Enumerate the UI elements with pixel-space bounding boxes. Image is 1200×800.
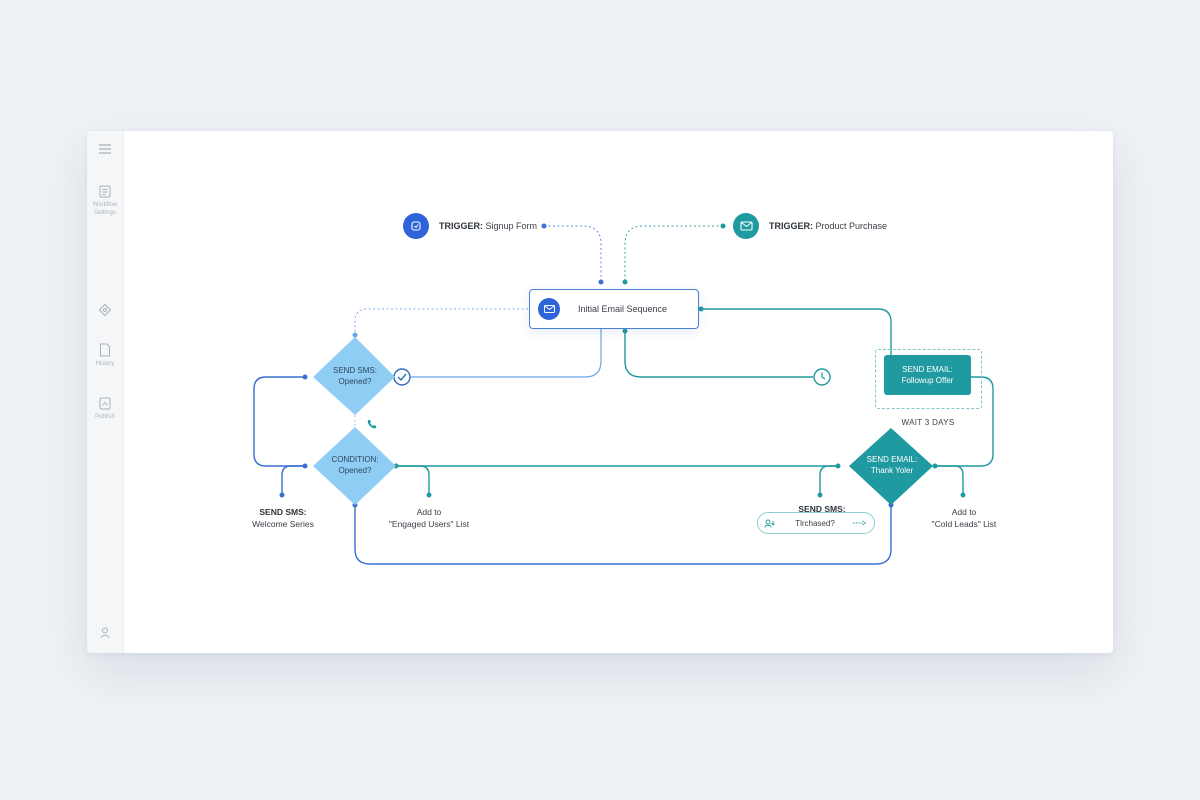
node-line1: CONDITION: (331, 455, 379, 464)
send-sms-purchased-node[interactable]: Tlrchased? (757, 512, 875, 534)
node-line2: Tlrchased? (795, 518, 835, 528)
settings-panel-icon (99, 185, 111, 198)
email-icon (538, 298, 560, 320)
connector-email-to-followup (698, 308, 892, 355)
connector-sms-to-condition (253, 376, 305, 467)
node-line2: Thank Yoler (870, 466, 914, 475)
connector-condition-to-engaged (396, 465, 430, 494)
connector-dot (817, 492, 823, 498)
form-icon (403, 213, 429, 239)
email-icon (733, 213, 759, 239)
connector-followup-to-thanks (935, 376, 994, 467)
node-label: Initial Email Sequence (578, 304, 668, 314)
add-engaged-users-node[interactable]: Add to "Engaged Users" List (369, 506, 489, 530)
sidebar-item-label: History (95, 361, 115, 367)
check-circle-icon (393, 368, 411, 386)
node-line2: Opened? (338, 377, 372, 386)
connector-dot (302, 374, 308, 380)
connector-dot (352, 332, 358, 338)
sms-opened-node[interactable]: SEND SMS: Opened? (320, 365, 390, 387)
connector-email-to-check (411, 329, 602, 378)
condition-opened-node[interactable]: CONDITION: Opened? (320, 454, 390, 476)
app-window: Workflow Settings History Publish (87, 131, 1113, 653)
wait-label: WAIT 3 DAYS (901, 418, 955, 427)
hamburger-menu-icon (99, 144, 111, 154)
phone-icon (367, 420, 376, 429)
users-icon (764, 519, 775, 528)
sidebar-item-label: Workflow Settings (92, 202, 118, 216)
node-line1: SEND EMAIL: (866, 455, 918, 464)
node-line2: Followup Offer (901, 376, 954, 385)
trigger-prefix: TRIGGER: (439, 221, 483, 231)
sidebar-item-label: Publish (95, 414, 115, 420)
node-line2: Opened? (338, 466, 372, 475)
send-email-followup-node[interactable]: SEND EMAIL: Followup Offer (884, 355, 971, 395)
thanks-diamond (849, 428, 933, 505)
connector-email-to-clock (624, 329, 813, 378)
document-icon (100, 343, 110, 357)
send-email-thanks-node[interactable]: SEND EMAIL: Thank Yoler (857, 454, 927, 476)
node-line2: "Engaged Users" List (388, 519, 470, 529)
sidebar-item-workflow-settings[interactable]: Workflow Settings (87, 185, 123, 217)
connector-dot (622, 279, 628, 285)
node-line1: Add to (951, 507, 977, 517)
connector-dot (598, 279, 604, 285)
user-profile-button[interactable] (87, 627, 123, 639)
node-line2: Welcome Series (252, 519, 314, 529)
trigger-text: Signup Form (485, 221, 538, 231)
connector-dot (426, 492, 432, 498)
sidebar-item-publish[interactable]: Publish (87, 397, 123, 421)
initial-email-node[interactable]: Initial Email Sequence (529, 289, 699, 329)
connector-condition-to-welcome (281, 465, 305, 495)
connector-signup-to-email (544, 225, 602, 282)
connector-thanks-to-cold (935, 465, 964, 494)
sidebar-item-integrations[interactable] (87, 303, 123, 317)
trigger-prefix: TRIGGER: (769, 221, 813, 231)
workflow-canvas[interactable]: TRIGGER: Signup Form TRIGGER: Product Pu… (123, 131, 1113, 653)
connector-dot (622, 328, 628, 334)
connector-dot (279, 492, 285, 498)
sidebar-item-history[interactable]: History (87, 343, 123, 368)
user-icon (100, 627, 110, 639)
connector-dot (720, 223, 726, 229)
connector-layer (253, 223, 994, 565)
connector-dot (960, 492, 966, 498)
connector-condition-to-thanks-loop (354, 505, 892, 565)
add-cold-leads-node[interactable]: Add to "Cold Leads" List (909, 506, 1019, 530)
connector-email-to-sms (354, 308, 528, 335)
node-line1: SEND EMAIL: (902, 365, 953, 374)
sms-purchased-title: SEND SMS: (798, 504, 846, 514)
trigger-text: Product Purchase (815, 221, 888, 231)
connector-dot (698, 306, 704, 312)
trigger-product-purchase[interactable]: TRIGGER: Product Purchase (733, 213, 887, 239)
node-line2: "Cold Leads" List (931, 519, 997, 529)
sms-opened-diamond (313, 337, 395, 415)
send-sms-welcome-node[interactable]: SEND SMS: Welcome Series (233, 506, 333, 530)
menu-button[interactable] (87, 143, 123, 155)
connector-purchase-to-email (624, 225, 723, 282)
trigger-signup-form[interactable]: TRIGGER: Signup Form (403, 213, 537, 239)
node-line1: SEND SMS: (332, 366, 377, 375)
arrow-right-icon (852, 520, 867, 526)
publish-icon (99, 397, 111, 410)
condition-opened-diamond (313, 427, 396, 505)
connector-dot (541, 223, 547, 229)
followup-selection-outline (875, 349, 982, 409)
sidebar: Workflow Settings History Publish (87, 131, 124, 653)
node-line1: Add to (416, 507, 442, 517)
puzzle-icon (98, 303, 112, 317)
node-line1: SEND SMS: (259, 507, 307, 517)
connector-thanks-to-purchased (819, 465, 838, 495)
